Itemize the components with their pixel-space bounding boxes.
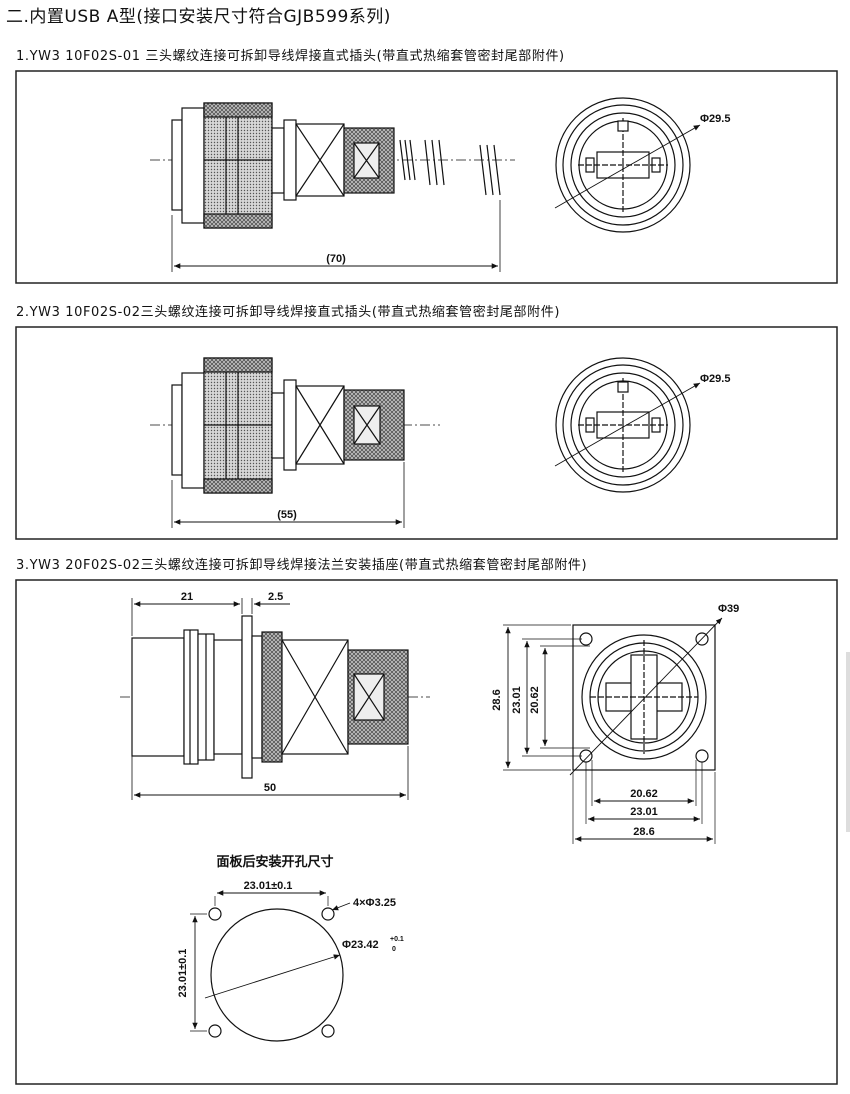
plug-2-length-dim: (55) <box>277 509 297 521</box>
panel-1 <box>15 70 838 284</box>
panel-cutout-drawing <box>190 890 351 1042</box>
plug-1-side-view <box>150 102 515 272</box>
cutout-tol-upper: +0.1 <box>390 936 404 943</box>
socket-side-view <box>120 598 430 800</box>
socket-dim-28-6-h: 28.6 <box>633 826 654 838</box>
item-2-label: 2.YW3 10F02S-02三头螺纹连接可拆卸导线焊接直式插头(带直式热缩套管… <box>16 305 560 320</box>
socket-dim-23-01-v: 23.01 <box>511 686 523 714</box>
socket-dim-phi39: Φ39 <box>718 603 739 615</box>
cutout-diameter-dim: Φ23.42 <box>342 939 379 951</box>
socket-dim-21: 21 <box>181 591 193 603</box>
plug-2-front-view <box>554 357 701 493</box>
cutout-title: 面板后安装开孔尺寸 <box>216 854 333 869</box>
socket-dim-20-62-h: 20.62 <box>630 788 658 800</box>
plug-1-front-view <box>554 97 701 233</box>
cutout-height-dim: 23.01±0.1 <box>177 949 189 998</box>
cutout-width-dim: 23.01±0.1 <box>244 880 293 892</box>
socket-dim-23-01-h: 23.01 <box>630 806 658 818</box>
socket-front-view <box>503 617 723 844</box>
socket-dim-2-5: 2.5 <box>268 591 283 603</box>
panel-3 <box>15 579 838 1085</box>
right-edge-mark <box>846 652 850 832</box>
item-3-label: 3.YW3 20F02S-02三头螺纹连接可拆卸导线焊接法兰安装插座(带直式热缩… <box>16 558 588 573</box>
plug-2-diameter-dim: Φ29.5 <box>700 373 730 385</box>
plug-2-side-view <box>150 357 440 528</box>
socket-dim-28-6-v: 28.6 <box>491 689 503 710</box>
plug-1-length-dim: (70) <box>326 253 346 265</box>
socket-dim-50: 50 <box>264 782 276 794</box>
item-1-label: 1.YW3 10F02S-01 三头螺纹连接可拆卸导线焊接直式插头(带直式热缩套… <box>16 49 565 64</box>
cutout-hole-dim: 4×Φ3.25 <box>353 897 396 909</box>
page-title: 二.内置USB A型(接口安装尺寸符合GJB599系列) <box>6 7 391 27</box>
socket-dim-20-62-v: 20.62 <box>529 686 541 714</box>
panel-2 <box>15 326 838 540</box>
plug-1-diameter-dim: Φ29.5 <box>700 113 730 125</box>
cutout-tol-lower: 0 <box>392 946 396 953</box>
